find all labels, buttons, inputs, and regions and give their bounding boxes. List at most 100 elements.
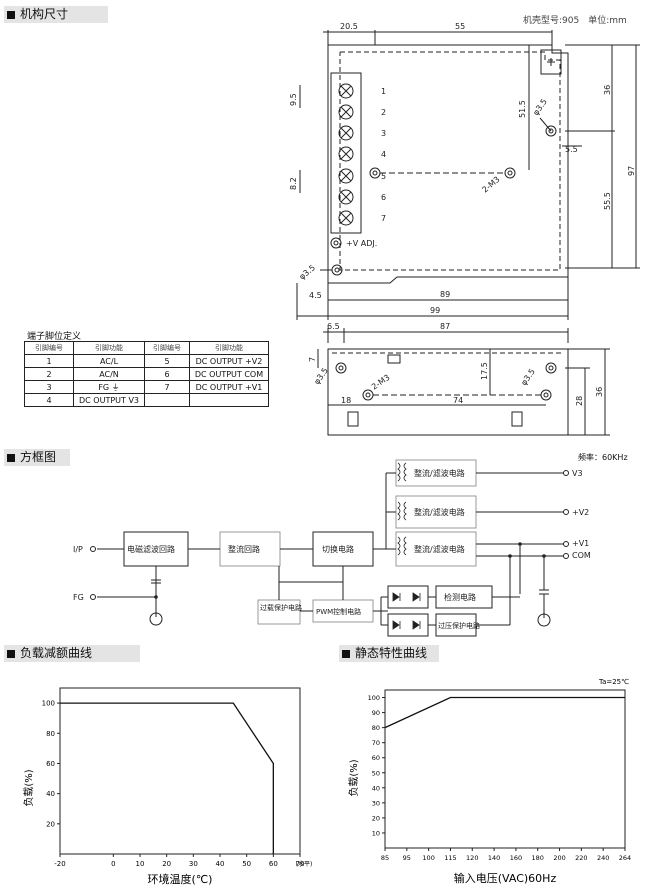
terminal-5: 5 — [381, 172, 386, 181]
table-row: 1 AC/L 5 DC OUTPUT +V2 — [24, 354, 269, 368]
x-tick-label: 100 — [422, 854, 434, 862]
y-tick-label: 60 — [46, 760, 55, 768]
table-cell: 4 — [24, 393, 74, 407]
x-unit-label: (水平) — [296, 860, 313, 868]
table-cell: 2 — [24, 367, 74, 381]
terminal-3: 3 — [381, 129, 386, 138]
col-header: 引脚编号 — [24, 341, 74, 355]
section-header-mechanical: 机构尺寸 — [4, 6, 108, 23]
dim-17-5: 17.5 — [480, 362, 489, 380]
y-tick-label: 40 — [372, 784, 380, 792]
input-label: I/P — [73, 545, 83, 554]
plot-frame — [384, 689, 626, 849]
y-tick-label: 20 — [372, 814, 380, 822]
y-tick-label: 50 — [372, 769, 380, 777]
x-tick-label: 180 — [532, 854, 544, 862]
y-tick-label: 100 — [42, 700, 55, 708]
pin-table: 引脚编号 引脚功能 引脚编号 引脚功能 1 AC/L 5 DC OUTPUT +… — [24, 341, 269, 407]
x-tick-label: 220 — [575, 854, 587, 862]
table-cell: 3 — [24, 380, 74, 394]
x-tick-label: 85 — [381, 854, 389, 862]
section-title: 方框图 — [20, 450, 57, 464]
x-tick-label: 70 — [296, 860, 305, 868]
vadj-label: +V ADJ. — [346, 239, 377, 248]
com-label: COM — [572, 551, 591, 560]
x-tick-label: -20 — [54, 860, 65, 868]
block-emi: 电磁滤波回路 — [127, 544, 175, 554]
section-header-derating: 负载减额曲线 — [4, 645, 140, 662]
table-row: 2 AC/N 6 DC OUTPUT COM — [24, 367, 269, 381]
dim-7: 7 — [308, 357, 317, 362]
dim-4-5: 4.5 — [309, 291, 322, 300]
block-switch: 切换电路 — [322, 544, 354, 554]
x-tick-label: 0 — [111, 860, 115, 868]
table-row: 4 DC OUTPUT V3 — [24, 393, 269, 407]
table-cell: DC OUTPUT V3 — [73, 393, 145, 407]
col-header: 引脚编号 — [144, 341, 190, 355]
block-pwm: PWM控制电路 — [316, 607, 361, 616]
block-ovp-2: 过压保护电路 — [438, 621, 480, 630]
dim-89: 89 — [440, 290, 450, 299]
x-tick-label: 120 — [466, 854, 478, 862]
pin-table-title: 端子脚位定义 — [27, 332, 82, 342]
block-ovp: 过载保护电路 — [260, 603, 302, 612]
dim-2-m3: 2-M3 — [481, 175, 502, 195]
block-diagram: 电磁滤波回路 整流回路 切换电路 整流/滤波电路 整流/滤波电路 整流/滤波电路… — [73, 459, 591, 637]
dim-6-5: 6.5 — [327, 322, 340, 331]
static-line — [384, 696, 625, 729]
x-tick-label: 10 — [136, 860, 145, 868]
mechanical-top-view: 20.5 55 9.5 8.2 51.5 φ3.5 5.5 36 97 55.5… — [289, 22, 640, 436]
temperature-annotation: Ta=25℃ — [598, 678, 629, 686]
y-tick-label: 100 — [368, 694, 380, 702]
terminal-6: 6 — [381, 193, 386, 202]
x-tick-label: 140 — [488, 854, 500, 862]
table-header-row: 引脚编号 引脚功能 引脚编号 引脚功能 — [24, 341, 269, 355]
x-tick-label: 20 — [162, 860, 171, 868]
table-cell: 7 — [144, 380, 190, 394]
x-tick-label: 60 — [269, 860, 278, 868]
v3-label: V3 — [572, 469, 583, 478]
table-cell: DC OUTPUT +V1 — [189, 380, 269, 394]
dim-97: 97 — [627, 166, 636, 176]
x-tick-label: 200 — [553, 854, 565, 862]
table-cell: DC OUTPUT COM — [189, 367, 269, 381]
v2-label: +V2 — [572, 508, 589, 517]
section-title: 负载减额曲线 — [20, 646, 93, 660]
x-tick-label: 40 — [216, 860, 225, 868]
table-row: 3 FG ⏚ 7 DC OUTPUT +V1 — [24, 380, 269, 394]
block-output-2: 整流/滤波电路 — [414, 507, 465, 517]
derating-line — [60, 702, 274, 854]
x-tick-label: 240 — [597, 854, 609, 862]
block-detect: 检测电路 — [444, 592, 476, 602]
dim-phi-3-5-b: φ3.5 — [298, 263, 318, 281]
x-tick-label: 264 — [619, 854, 631, 862]
dim-55-5: 55.5 — [603, 192, 612, 210]
dim-8-2: 8.2 — [289, 177, 298, 190]
v1-label: +V1 — [572, 539, 589, 548]
dim-36-side: 36 — [595, 387, 604, 397]
y-tick-label: 80 — [372, 724, 380, 732]
dim-36: 36 — [603, 85, 612, 95]
y-tick-label: 80 — [46, 730, 55, 738]
x-tick-label: 115 — [444, 854, 456, 862]
x-axis-label: 环境温度(℃) — [148, 872, 213, 886]
terminal-7: 7 — [381, 214, 386, 223]
x-axis-label: 输入电压(VAC)60Hz — [454, 871, 557, 885]
col-header: 引脚功能 — [73, 341, 145, 355]
dim-99: 99 — [430, 306, 440, 315]
case-info: 机壳型号:905 单位:mm — [523, 16, 627, 26]
section-title: 静态特性曲线 — [355, 646, 428, 660]
square-bullet-icon — [7, 650, 15, 658]
dim-87: 87 — [440, 322, 450, 331]
dim-phi-3-5-a: φ3.5 — [531, 97, 549, 117]
y-tick-label: 70 — [372, 739, 380, 747]
table-cell — [189, 393, 269, 407]
x-tick-label: 95 — [403, 854, 411, 862]
section-title: 机构尺寸 — [20, 7, 69, 21]
fg-label: FG — [73, 593, 84, 602]
section-header-block: 方框图 — [4, 449, 70, 466]
dim-51-5: 51.5 — [518, 100, 527, 118]
block-output-1: 整流/滤波电路 — [414, 468, 465, 478]
